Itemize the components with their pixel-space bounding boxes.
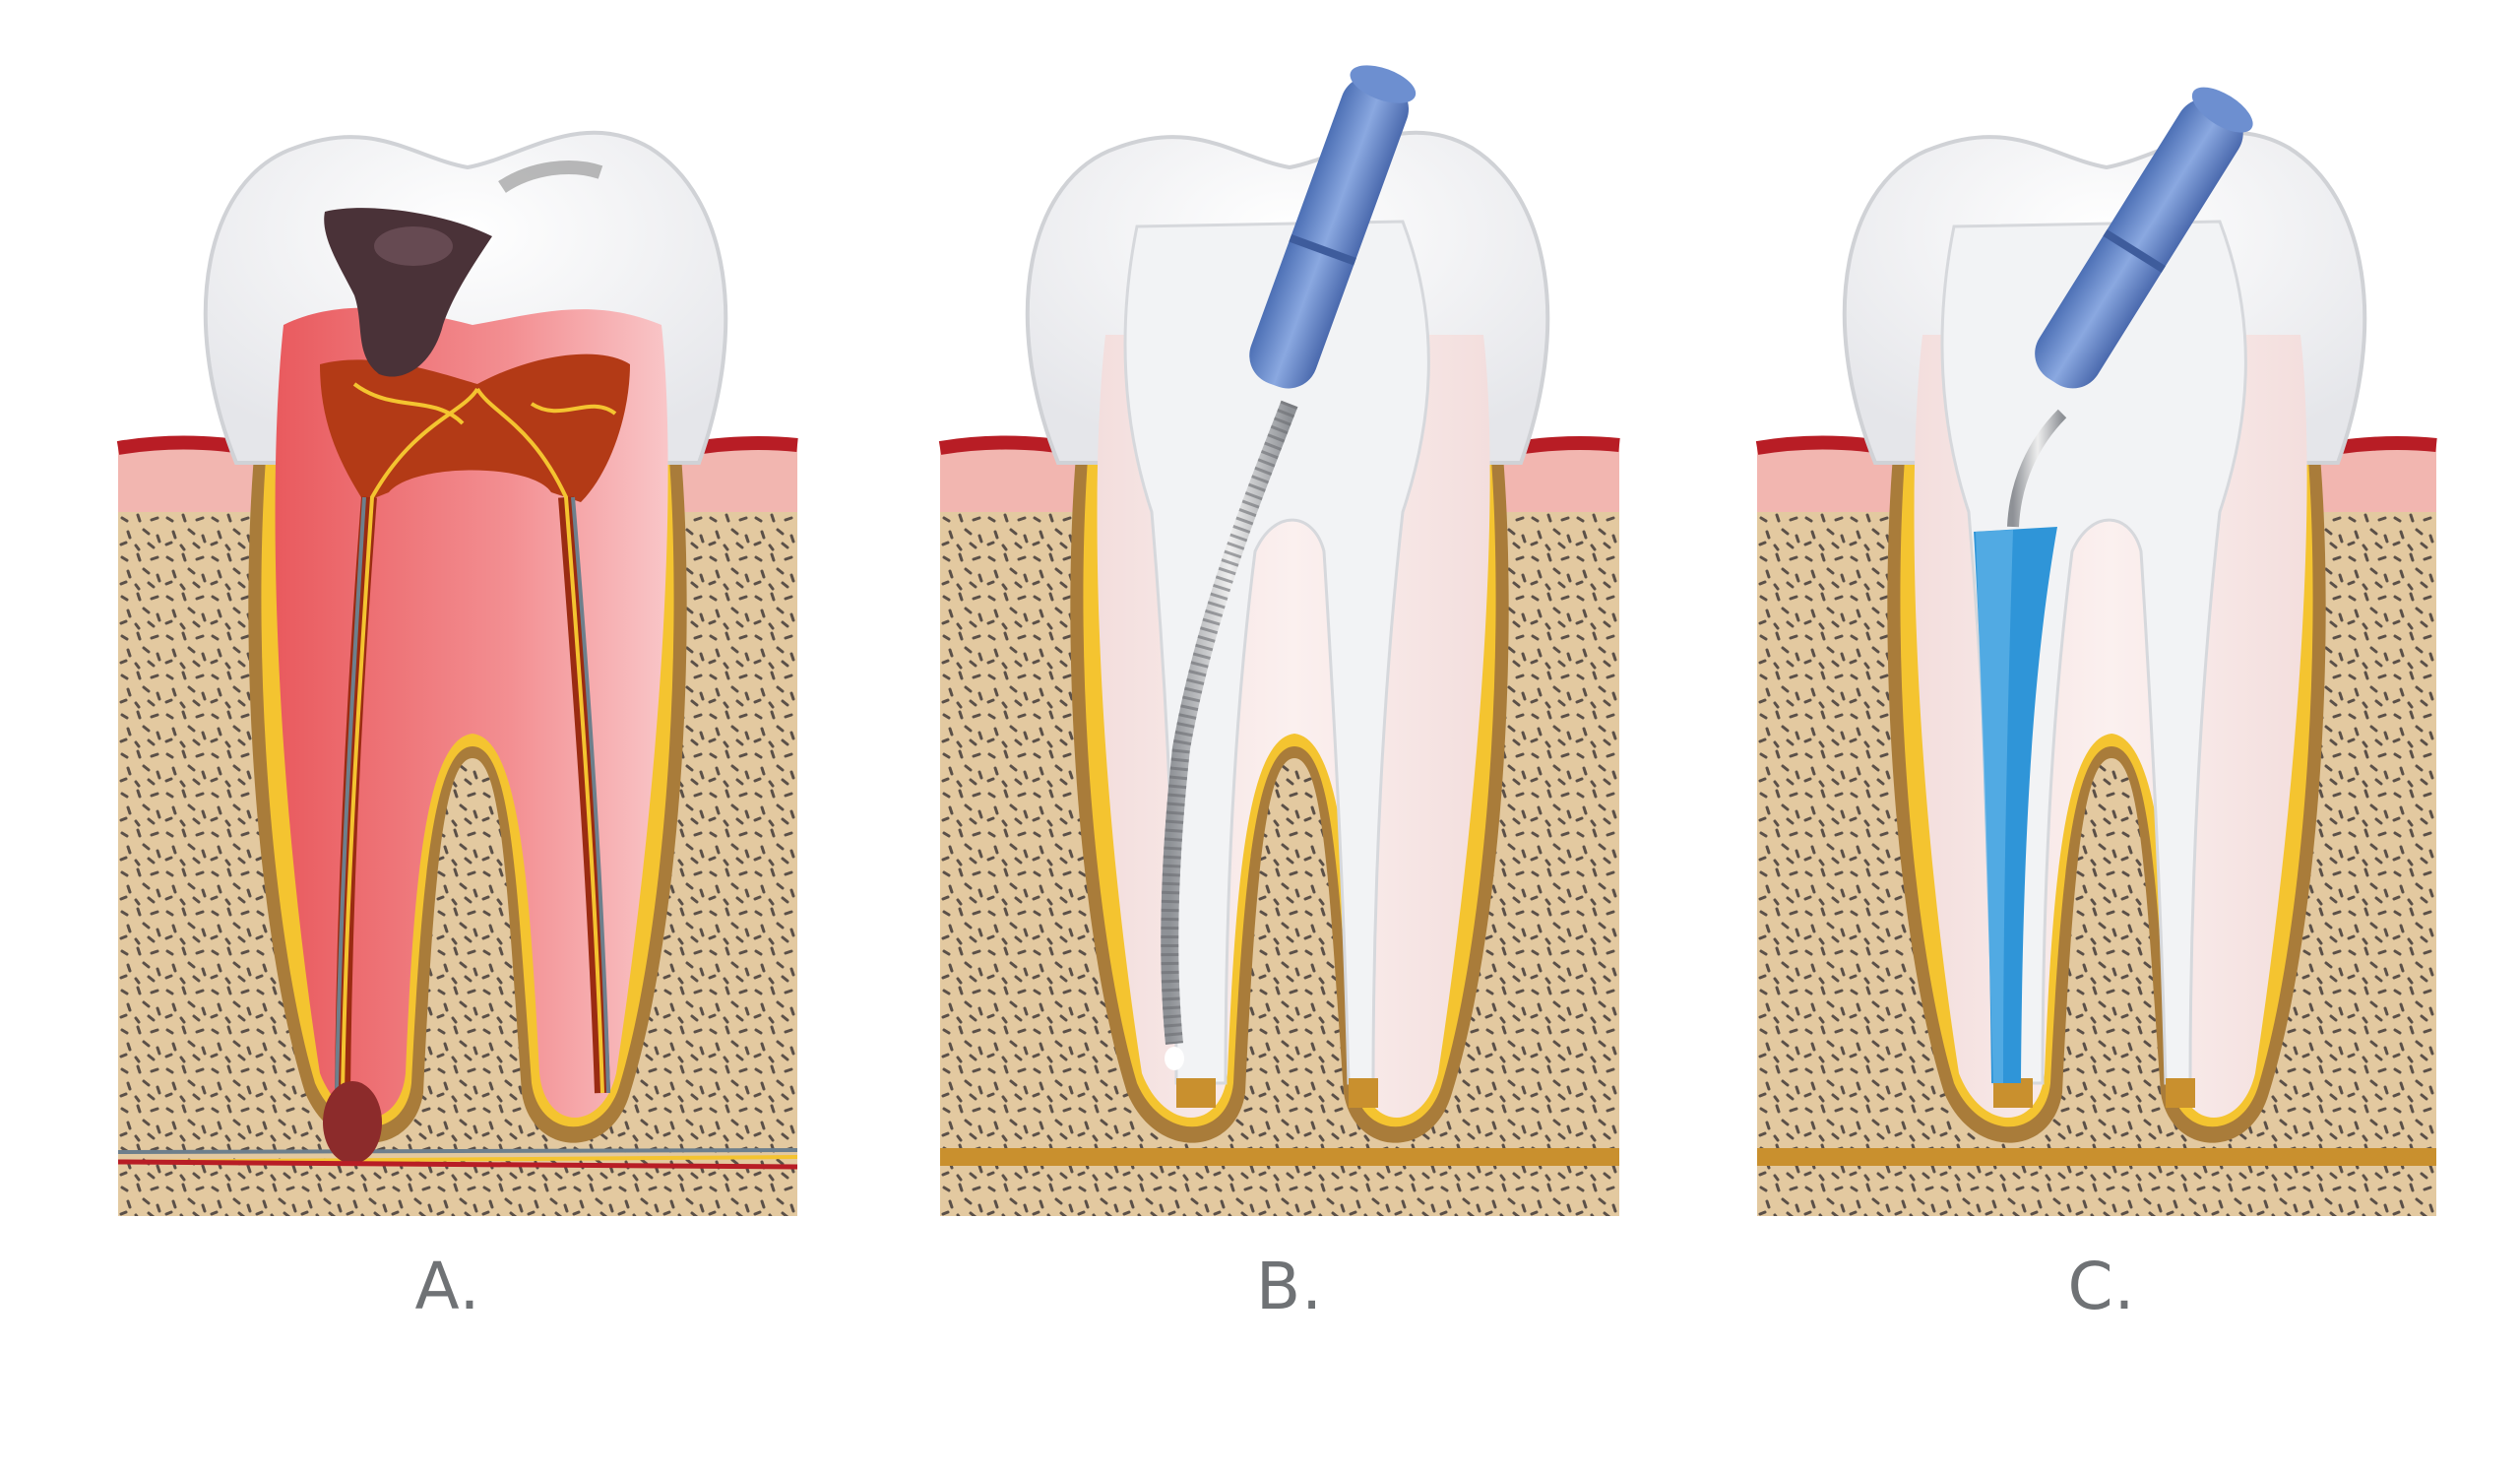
panel-a-illustration	[118, 130, 797, 1216]
panel-c-illustration	[1757, 87, 2436, 1216]
panel-label-c: C.	[2067, 1249, 2136, 1324]
panel-label-b: B.	[1255, 1249, 1324, 1324]
panel-b-illustration	[940, 65, 1619, 1216]
panel-label-a: A.	[414, 1249, 481, 1324]
